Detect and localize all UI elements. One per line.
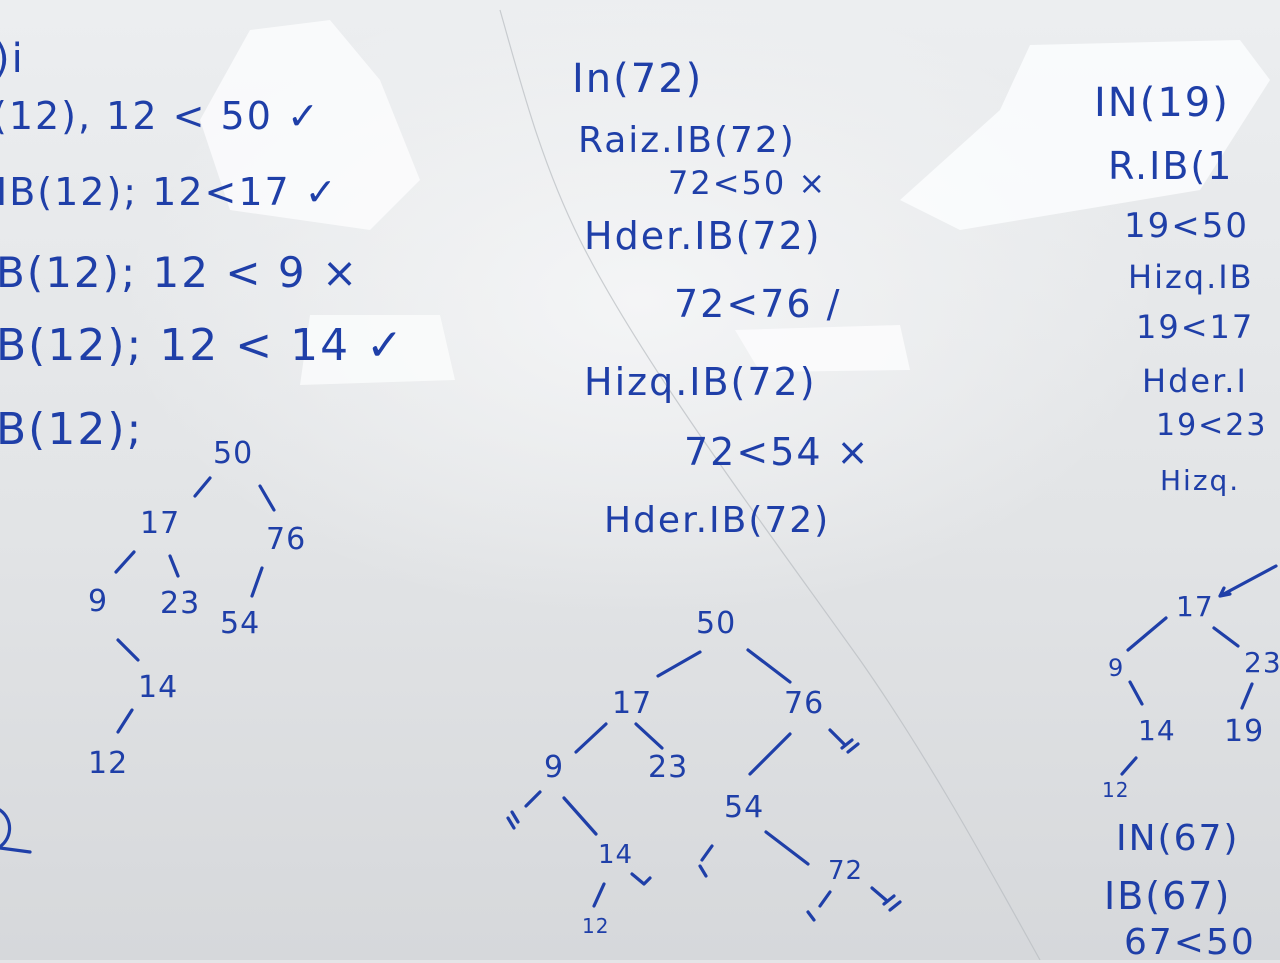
right-tree-node: 23: [1244, 646, 1280, 679]
left-tree-node: 9: [88, 584, 109, 619]
right-tree-node: 17: [1176, 590, 1214, 623]
middle-line-5: 72<76 /: [674, 282, 842, 326]
left-line-2: (12), 12 < 50 ✓: [0, 94, 321, 138]
left-line-3: IB(12); 12<17 ✓: [0, 170, 339, 214]
middle-tree-node: 23: [648, 750, 689, 785]
left-tree-node: 76: [266, 522, 307, 557]
right-line-3: 19<50: [1124, 206, 1250, 246]
right-tree-node: 14: [1138, 714, 1176, 747]
right-line-7: 19<23: [1156, 408, 1268, 443]
middle-line-3: 72<50 ×: [668, 164, 828, 202]
left-line-5: B(12); 12 < 14 ✓: [0, 320, 405, 371]
middle-tree-node: 54: [724, 790, 765, 825]
left-line-1: )i: [0, 36, 25, 82]
right-line-4: Hizq.IB: [1128, 258, 1254, 296]
middle-tree-node: 12: [582, 914, 610, 938]
left-tree-node: 17: [140, 506, 181, 541]
right-line-8: Hizq.: [1160, 464, 1241, 497]
right-line-9: IN(67): [1116, 818, 1240, 859]
middle-line-6: Hizq.IB(72): [584, 360, 817, 404]
middle-tree-node: 72: [828, 856, 864, 886]
left-line-4: B(12); 12 < 9 ×: [0, 248, 360, 297]
middle-tree-node: 17: [612, 686, 653, 721]
left-line-6: B(12);: [0, 404, 144, 455]
right-line-10: IB(67): [1104, 874, 1232, 918]
middle-tree-node: 14: [598, 840, 634, 870]
right-line-5: 19<17: [1136, 308, 1255, 346]
right-tree-node: 12: [1102, 778, 1130, 802]
left-tree-node: 23: [160, 586, 201, 621]
left-tree-node: 50: [213, 436, 254, 471]
middle-line-4: Hder.IB(72): [584, 214, 822, 258]
middle-tree-node: 76: [784, 686, 825, 721]
middle-line-1: In(72): [572, 56, 704, 102]
middle-line-7: 72<54 ×: [684, 430, 871, 474]
middle-line-2: Raiz.IB(72): [578, 120, 796, 161]
middle-tree-node: 9: [544, 750, 565, 785]
middle-line-8: Hder.IB(72): [604, 500, 831, 541]
left-tree-node: 14: [138, 670, 179, 705]
right-line-6: Hder.I: [1142, 362, 1248, 400]
right-line-11: 67<50: [1124, 922, 1256, 963]
middle-tree-node: 50: [696, 606, 737, 641]
right-line-1: IN(19): [1094, 80, 1230, 126]
right-line-2: R.IB(1: [1108, 144, 1234, 188]
left-tree-node: 12: [88, 746, 129, 781]
left-tree-node: 54: [220, 606, 261, 641]
right-tree-node: 19: [1224, 714, 1265, 749]
right-tree-node: 9: [1108, 654, 1125, 682]
